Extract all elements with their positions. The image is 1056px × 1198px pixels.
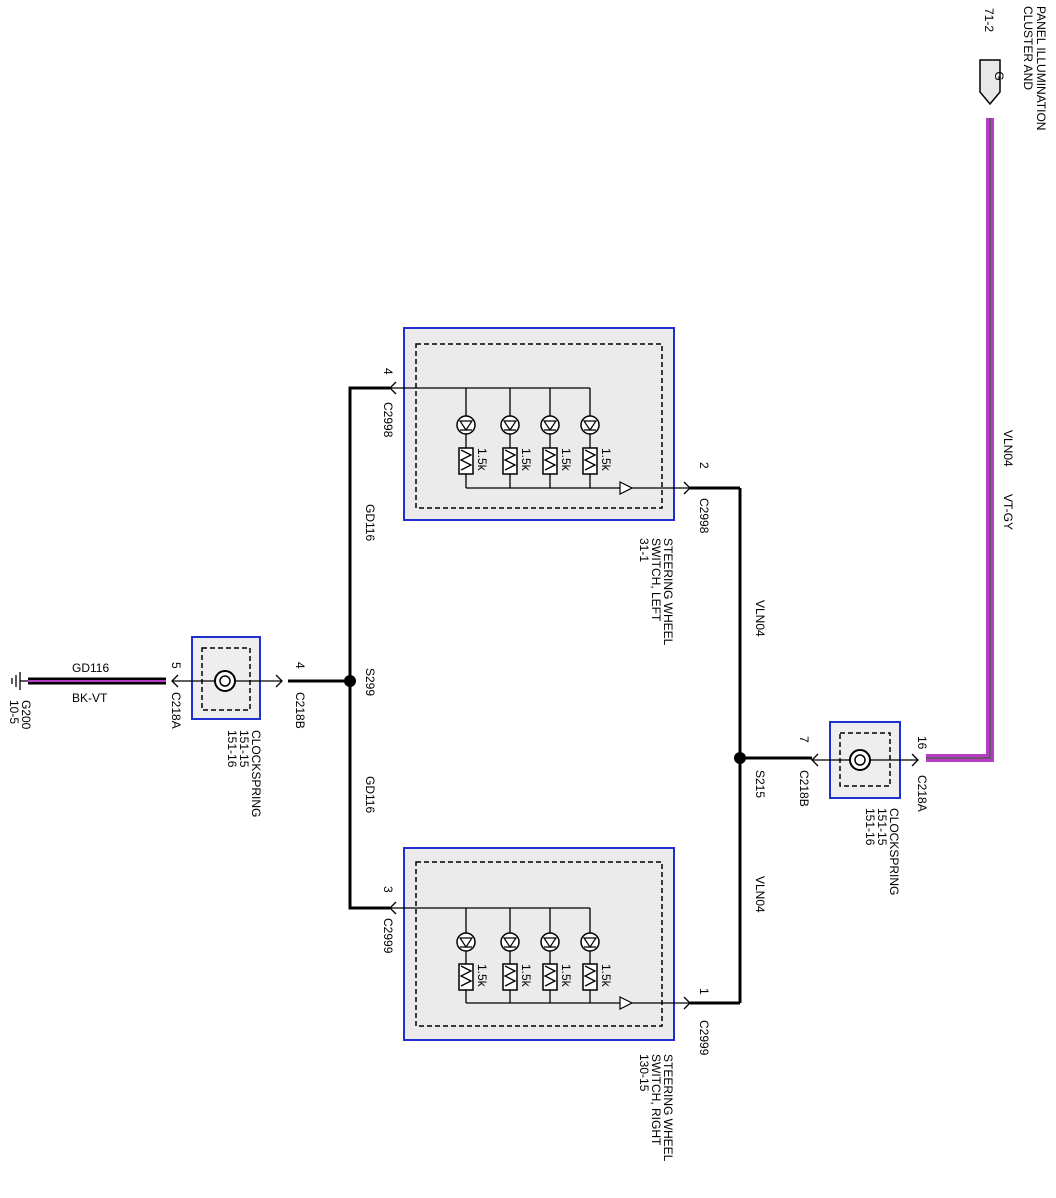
clockspring-right-coil-icon [849,749,871,771]
led-icon [500,932,520,952]
clockspring-left-pin-in: 4 [293,662,307,669]
splice-s215-label: S215 [753,770,767,798]
switch-left-led-4: 1.5k [580,388,613,488]
source-pin-shape [979,59,1001,106]
switch-right-name-line2: SWITCH, RIGHT [649,1054,663,1146]
s299-network: S299 GD116 GD116 [288,386,390,910]
vln04-source-color: VT-GY [1001,494,1015,530]
switch-right-res-4: 1.5k [599,964,613,988]
source-label-line2: PANEL ILLUMINATION [1034,6,1048,130]
switch-right-led-4: 1.5k [580,908,613,1003]
clockspring-left-pin-out: 5 [169,662,183,669]
gd116-ground-label: GD116 [72,661,109,675]
clockspring-right-pin-out: 7 [797,736,811,743]
switch-left-connector-ground: C2998 [381,402,395,438]
ground-icon [11,672,28,690]
splice-s299 [344,675,356,687]
gd116-ground-wire: GD116 BK-VT [28,661,166,705]
switch-left-pin-power: 2 [697,462,711,469]
clockspring-right: 16 C218A 7 C218B CLOCKSPRING 151-15 151-… [797,721,929,895]
switch-right: 1 C2999 3 C2999 1.5k 1.5k [381,847,711,1162]
switch-left-name-line1: STEERING WHEEL [661,538,675,646]
switch-right-pin-power: 1 [697,988,711,995]
ground-name: G200 [19,700,33,730]
led-icon [500,415,520,435]
splice-s299-label: S299 [363,668,377,696]
gd116-upper-label: GD116 [363,504,377,541]
clockspring-left-coil-icon [214,670,236,692]
vln04-source-label: VLN04 [1001,430,1015,467]
clockspring-right-name: CLOCKSPRING [887,808,901,895]
switch-right-res-1: 1.5k [475,964,489,988]
clockspring-right-connector-in: C218A [915,775,929,812]
splice-s215 [734,752,746,764]
clockspring-left: 4 C218B 5 C218A CLOCKSPRING 151-15 151-1… [169,636,307,817]
gd116-ground-color: BK-VT [72,691,108,705]
switch-left-name-line2: SWITCH, LEFT [649,538,663,622]
switch-right-led-2: 1.5k [500,908,533,1003]
clockspring-right-ref2: 151-16 [863,808,877,846]
clockspring-left-connector-in: C218B [293,692,307,729]
source-pin: G [992,71,1006,80]
switch-left-led-3: 1.5k [540,388,573,488]
led-icon [540,415,560,435]
switch-right-connector-ground: C2999 [381,918,395,954]
switch-right-res-3: 1.5k [559,964,573,988]
led-icon [456,415,476,435]
vln04-upper-label: VLN04 [753,600,767,637]
led-icon [456,932,476,952]
switch-right-led-1: 1.5k [456,908,489,1003]
ground-ref: 10-5 [7,700,21,724]
led-icon [580,932,600,952]
switch-left-led-1: 1.5k [456,388,489,488]
switch-left-ref: 31-1 [637,538,651,562]
clockspring-right-ref1: 151-15 [875,808,889,846]
switch-right-box [403,847,675,1041]
clockspring-left-dashed [201,647,251,711]
switch-left-res-3: 1.5k [559,448,573,472]
switch-left-pin-ground: 4 [381,368,395,375]
vln04-lower-label: VLN04 [753,876,767,913]
clockspring-right-connector-out: C218B [797,770,811,807]
switch-right-pin-ground: 3 [381,886,395,893]
switch-left-led-2: 1.5k [500,388,533,488]
clockspring-left-ref1: 151-15 [237,730,251,768]
switch-left-res-2: 1.5k [519,448,533,472]
switch-right-name-line1: STEERING WHEEL [661,1054,675,1162]
source-connector: G 71-2 CLUSTER AND PANEL ILLUMINATION [979,6,1048,130]
clockspring-left-connector-out: C218A [169,692,183,729]
switch-left: 2 C2998 4 C2998 1.5k 1.5k [381,327,711,646]
switch-left-dashed [415,343,663,509]
switch-right-connector-power: C2999 [697,1020,711,1056]
clockspring-right-pin-in: 16 [915,736,929,750]
source-ref: 71-2 [982,8,996,32]
switch-left-res-4: 1.5k [599,448,613,472]
switch-left-connector-power: C2998 [697,498,711,534]
s215-network: S215 VLN04 VLN04 [690,486,812,1005]
vln04-source-wire: VLN04 VT-GY [926,118,1015,762]
source-label-line1: CLUSTER AND [1021,6,1035,90]
switch-right-led-3: 1.5k [540,908,573,1003]
led-icon [580,415,600,435]
led-icon [540,932,560,952]
ground-g200: G200 10-5 [7,672,33,730]
clockspring-left-name: CLOCKSPRING [249,730,263,817]
switch-right-res-2: 1.5k [519,964,533,988]
switch-right-ref: 130-15 [637,1054,651,1092]
clockspring-left-ref2: 151-16 [225,730,239,768]
gd116-lower-label: GD116 [363,776,377,813]
switch-right-dashed [415,861,663,1027]
switch-left-box [403,327,675,521]
switch-left-res-1: 1.5k [475,448,489,472]
